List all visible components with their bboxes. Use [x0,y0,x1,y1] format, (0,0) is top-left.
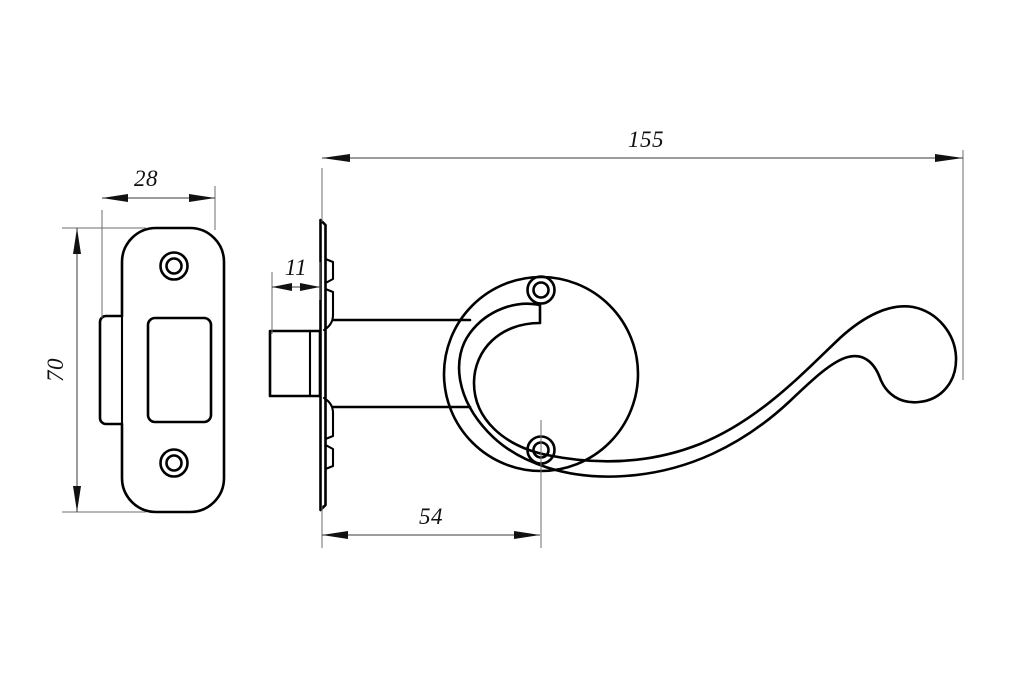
dim-28-arrow-right [189,194,215,202]
dim-28-arrow-left [102,194,128,202]
latch-bolt-block [268,329,322,398]
dim-155-arrow-left [322,154,350,162]
dimension-70: 70 [43,227,146,513]
strike-plate-screw-hole-upper [159,251,189,281]
dim-11-arrow-right [300,283,320,291]
rose-clip-tab-bottom [324,443,335,471]
dimension-28: 28 [101,166,216,318]
rose-clip-tab-upper [322,287,335,332]
dim-54-arrow-left [322,531,348,539]
dim-70-arrow-top [73,228,81,254]
rose-clip-tab-top [324,257,335,285]
dim-155-label: 155 [628,127,664,152]
dimension-54: 54 [321,504,540,548]
strike-plate-screw-hole-lower [159,448,189,478]
rose-backplate [319,218,327,512]
dim-70-label: 70 [43,358,68,382]
rose-screw-hole-upper [526,275,556,305]
dim-70-arrow-bottom [73,486,81,512]
dim-11-label: 11 [285,255,307,280]
lever-side-view [268,218,958,512]
dim-11-arrow-left [272,283,292,291]
dim-28-label: 28 [134,166,158,191]
rose-clip-tab-lower [322,396,335,441]
dim-155-arrow-right [935,154,963,162]
strike-plate-front-view [98,226,226,514]
dim-54-arrow-right [514,531,540,539]
dim-54-label: 54 [419,504,443,529]
dimension-155: 155 [321,127,964,380]
strike-plate-outline [98,226,226,514]
dimension-11: 11 [271,255,321,334]
strike-plate-latch-cutout [146,316,213,424]
lever-handle-body [457,302,958,478]
